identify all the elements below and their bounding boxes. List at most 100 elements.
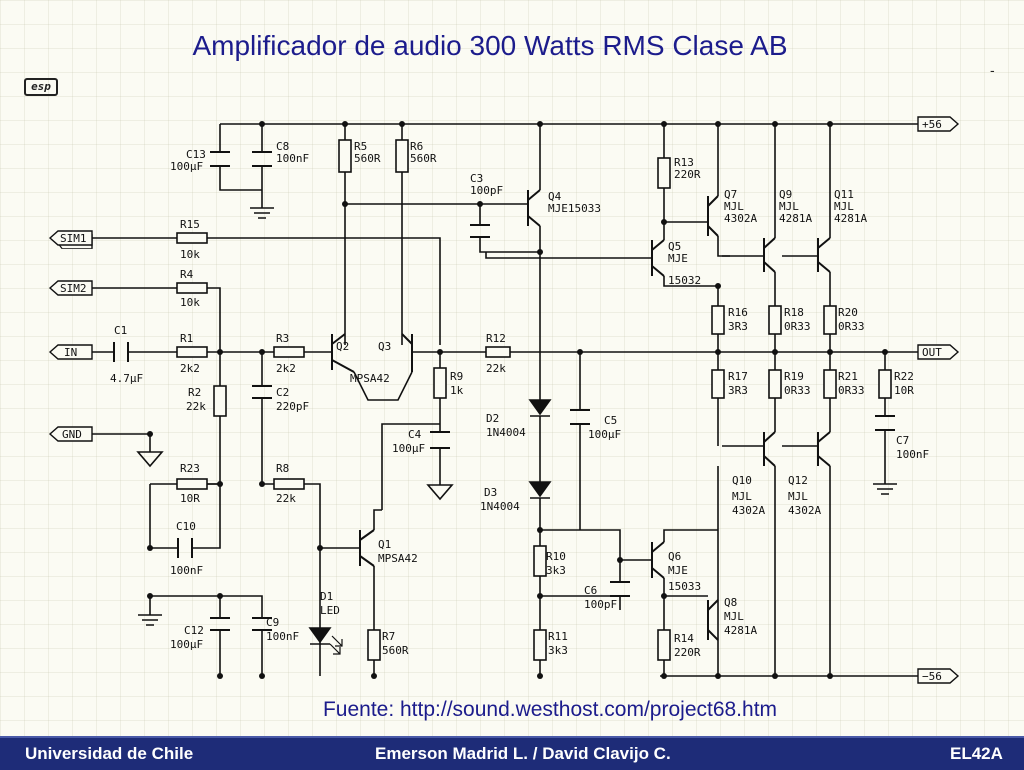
value-c7: 100nF <box>896 448 929 461</box>
value-q7: 4302A <box>724 212 757 225</box>
value-c12: 100µF <box>170 638 203 651</box>
label-c5: C5 <box>604 414 617 427</box>
label-q6: Q6 <box>668 550 681 563</box>
label-q12: Q12 <box>788 474 808 487</box>
value-d3: 1N4004 <box>480 500 520 513</box>
value-r16: 3R3 <box>728 320 748 333</box>
label-d1: D1 <box>320 590 333 603</box>
label-c9: C9 <box>266 616 279 629</box>
value-r1: 2k2 <box>180 362 200 375</box>
port-sim2: SIM2 <box>60 282 87 295</box>
value-r20: 0R33 <box>838 320 865 333</box>
value-r21: 0R33 <box>838 384 865 397</box>
label-r16: R16 <box>728 306 748 319</box>
ground-symbols <box>136 207 897 626</box>
label-q9: Q9 <box>779 188 792 201</box>
value-c3: 100pF <box>470 184 503 197</box>
label-q10: Q10 <box>732 474 752 487</box>
value-r3: 2k2 <box>276 362 296 375</box>
label-r6: R6 <box>410 140 423 153</box>
value-c10: 100nF <box>170 564 203 577</box>
label-q1: Q1 <box>378 538 391 551</box>
value-c4: 100µF <box>392 442 425 455</box>
value-c1: 4.7µF <box>110 372 143 385</box>
value-r6: 560R <box>410 152 437 165</box>
label-r1: R1 <box>180 332 193 345</box>
value-q8: 4281A <box>724 624 757 637</box>
label-c3: C3 <box>470 172 483 185</box>
label-r10: R10 <box>546 550 566 563</box>
value-c5: 100µF <box>588 428 621 441</box>
label-r4: R4 <box>180 268 194 281</box>
label-d3: D3 <box>484 486 497 499</box>
port-in: IN <box>64 346 77 359</box>
label-r11: R11 <box>548 630 568 643</box>
value-q2: MPSA42 <box>350 372 390 385</box>
value-r9: 1k <box>450 384 464 397</box>
label-r14: R14 <box>674 632 694 645</box>
led-arrows <box>329 635 343 655</box>
value-c9: 100nF <box>266 630 299 643</box>
type-q5: MJE <box>668 252 688 265</box>
value-c2: 220pF <box>276 400 309 413</box>
label-q4: Q4 <box>548 190 562 203</box>
label-c10: C10 <box>176 520 196 533</box>
label-r19: R19 <box>784 370 804 383</box>
value-q11: 4281A <box>834 212 867 225</box>
label-c7: C7 <box>896 434 909 447</box>
label-r12: R12 <box>486 332 506 345</box>
label-c8: C8 <box>276 140 289 153</box>
label-c2: C2 <box>276 386 289 399</box>
value-r15: 10k <box>180 248 200 261</box>
value-r4: 10k <box>180 296 200 309</box>
label-q5: Q5 <box>668 240 681 253</box>
value-r8: 22k <box>276 492 296 505</box>
value-c13: 100µF <box>170 160 203 173</box>
label-r22: R22 <box>894 370 914 383</box>
label-c13: C13 <box>186 148 206 161</box>
source-caption: Fuente: http://sound.westhost.com/projec… <box>322 698 778 721</box>
transistors <box>331 189 831 641</box>
value-r10: 3k3 <box>546 564 566 577</box>
value-q4: MJE15033 <box>548 202 601 215</box>
value-d1: LED <box>320 604 340 617</box>
label-c4: C4 <box>408 428 422 441</box>
port-sim1: SIM1 <box>60 232 87 245</box>
value-r22: 10R <box>894 384 914 397</box>
value-q9: 4281A <box>779 212 812 225</box>
capacitors <box>113 151 895 631</box>
label-r20: R20 <box>838 306 858 319</box>
resistors <box>176 139 892 661</box>
label-q3: Q3 <box>378 340 391 353</box>
value-r12: 22k <box>486 362 506 375</box>
label-q8: Q8 <box>724 596 737 609</box>
port-out: OUT <box>922 346 942 359</box>
label-r3: R3 <box>276 332 289 345</box>
label-d2: D2 <box>486 412 499 425</box>
port-vpos: +56 <box>922 118 942 131</box>
label-r5: R5 <box>354 140 367 153</box>
esp-logo: esp <box>24 78 58 96</box>
type-q8: MJL <box>724 610 744 623</box>
value-r13: 220R <box>674 168 701 181</box>
value-r17: 3R3 <box>728 384 748 397</box>
label-r23: R23 <box>180 462 200 475</box>
label-r13: R13 <box>674 156 694 169</box>
value-q5: 15032 <box>668 274 701 287</box>
value-q10: 4302A <box>732 504 765 517</box>
port-boxes <box>48 116 960 684</box>
value-r19: 0R33 <box>784 384 811 397</box>
value-q6: 15033 <box>668 580 701 593</box>
value-r14: 220R <box>674 646 701 659</box>
type-q10: MJL <box>732 490 752 503</box>
value-c8: 100nF <box>276 152 309 165</box>
label-q7: Q7 <box>724 188 737 201</box>
type-q7: MJL <box>724 200 744 213</box>
type-q11: MJL <box>834 200 854 213</box>
footer-university: Universidad de Chile <box>25 744 194 763</box>
label-c1: C1 <box>114 324 127 337</box>
component-labels: C13 100µF C8 100nF R5 560R R6 560R C3 10… <box>110 140 929 659</box>
value-r18: 0R33 <box>784 320 811 333</box>
label-r21: R21 <box>838 370 858 383</box>
footer-bar: Universidad de Chile Emerson Madrid L. /… <box>0 736 1024 770</box>
